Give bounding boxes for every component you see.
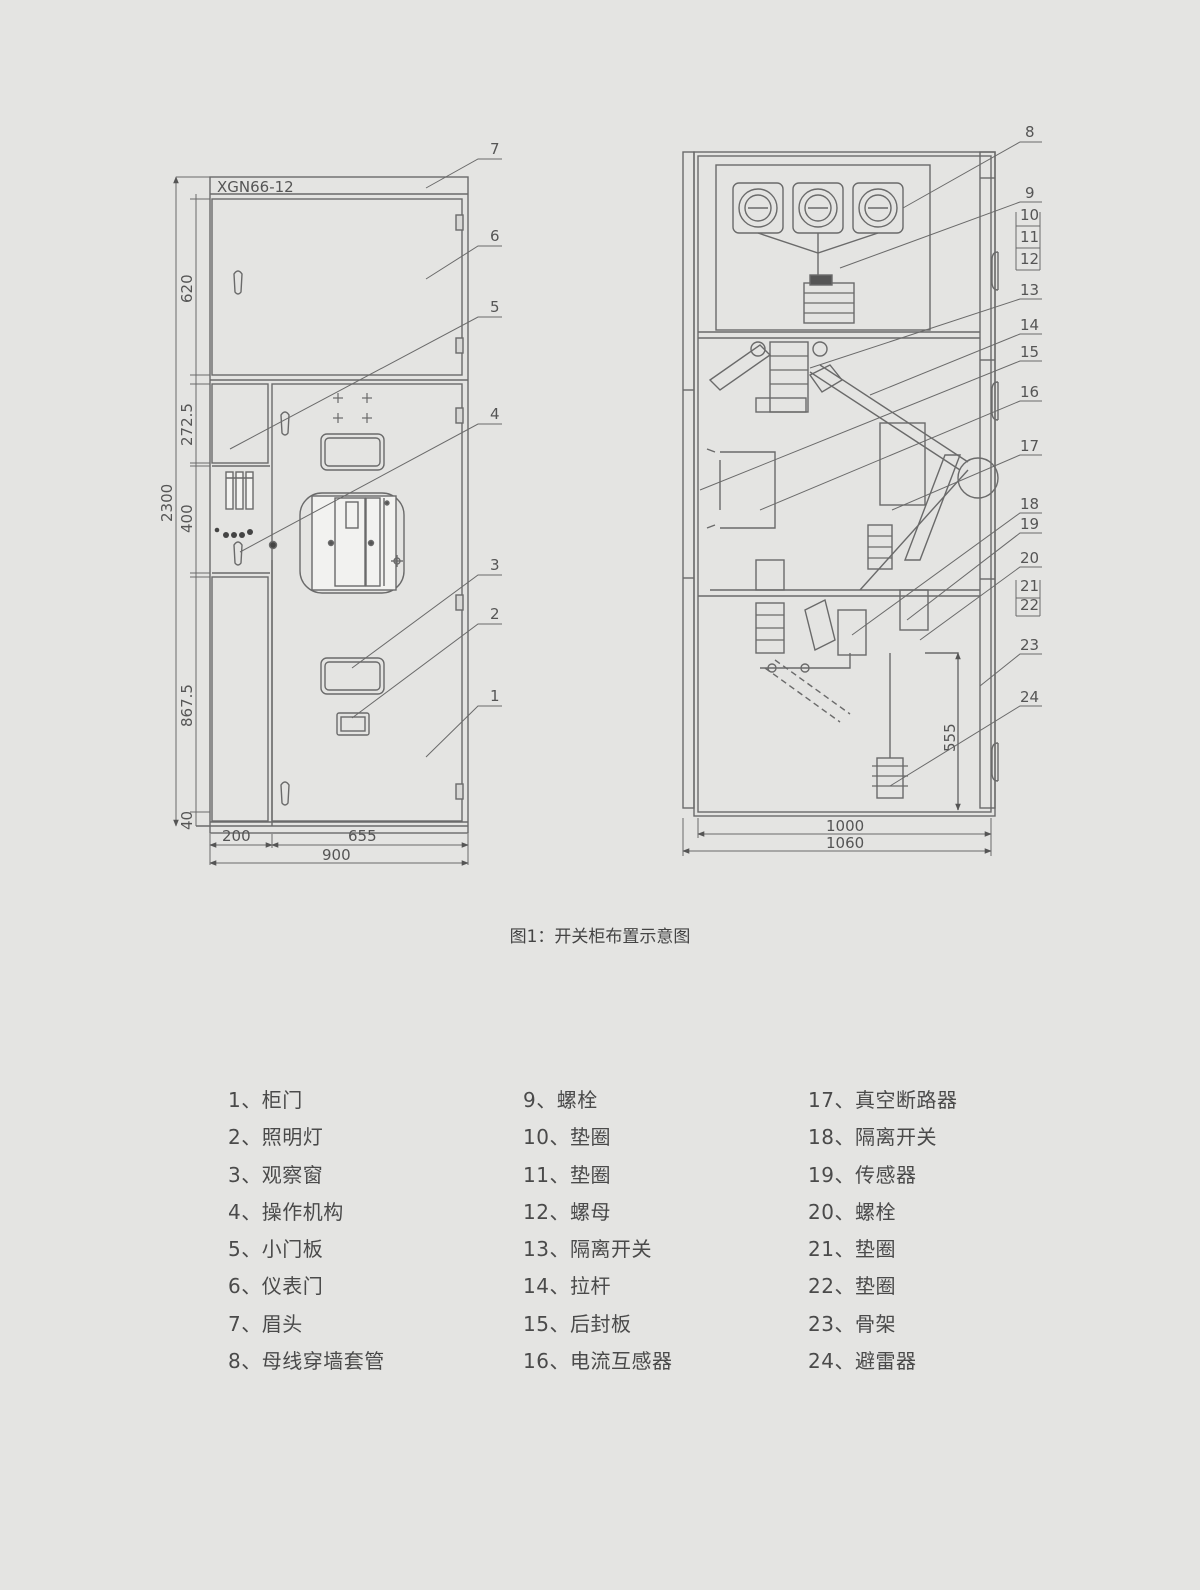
legend-item: 15、后封板 [523, 1311, 632, 1336]
dim-h-bottom: 867.5 [178, 684, 196, 727]
callout-9: 9 [1025, 184, 1035, 202]
legend-item: 20、螺栓 [808, 1199, 896, 1224]
observation-window-upper [320, 433, 385, 471]
model-label: XGN66-12 [217, 178, 294, 196]
switchgear-drawing: XGN66-12 7 6 5 4 3 2 1 2300 620 272.5 40… [158, 123, 1042, 866]
observation-window-lower [320, 657, 385, 695]
callout-24: 24 [1020, 688, 1039, 706]
legend-item: 3、观察窗 [228, 1162, 324, 1187]
callout-8: 8 [1025, 123, 1035, 141]
operating-mechanism [299, 492, 405, 594]
legend-item: 21、垫圈 [808, 1237, 896, 1262]
legend-item: 23、骨架 [808, 1311, 896, 1336]
legend-item: 17、真空断路器 [808, 1088, 958, 1112]
callout-19: 19 [1020, 515, 1039, 533]
small-door-panel [211, 383, 269, 464]
callout-10: 10 [1020, 206, 1039, 224]
legend-item: 4、操作机构 [228, 1199, 344, 1224]
dim-h-base: 40 [178, 811, 196, 830]
side-view [682, 141, 1042, 856]
bus-bushings [732, 182, 904, 280]
legend-item: 14、拉杆 [523, 1274, 611, 1299]
legend-item: 18、隔离开关 [808, 1125, 937, 1150]
callout-14: 14 [1020, 316, 1039, 334]
callout-18: 18 [1020, 495, 1039, 513]
callout-20: 20 [1020, 549, 1039, 567]
front-cabinet-outline [209, 176, 469, 834]
callout-17: 17 [1020, 437, 1039, 455]
legend-item: 12、螺母 [523, 1199, 611, 1224]
dim-w-total-side: 1060 [826, 834, 864, 852]
legend-item: 11、垫圈 [523, 1162, 611, 1187]
lighting-lamp [336, 712, 370, 736]
callout-4: 4 [490, 405, 500, 423]
legend-item: 10、垫圈 [523, 1125, 611, 1150]
callout-3: 3 [490, 556, 500, 574]
dim-w-right: 655 [348, 827, 377, 845]
legend-item: 24、避雷器 [808, 1349, 917, 1374]
surge-arrester [876, 757, 904, 799]
dim-h-total: 2300 [158, 484, 176, 522]
pull-rod [809, 371, 961, 471]
callout-15: 15 [1020, 343, 1039, 361]
legend-column-1: 1、柜门 2、照明灯 3、观察窗 4、操作机构 5、小门板 6、仪表门 7、眉头… [228, 1088, 385, 1386]
callout-6: 6 [490, 227, 500, 245]
side-frame [693, 151, 996, 817]
dim-w-inner: 1000 [826, 817, 864, 835]
callout-13: 13 [1020, 281, 1039, 299]
dim-h-mid1: 272.5 [178, 403, 196, 446]
callout-2: 2 [490, 605, 500, 623]
legend-item: 7、眉头 [228, 1311, 303, 1336]
callout-16: 16 [1020, 383, 1039, 401]
callout-12: 12 [1020, 250, 1039, 268]
callout-23: 23 [1020, 636, 1039, 654]
front-view [173, 158, 502, 866]
legend-item: 6、仪表门 [228, 1274, 324, 1299]
callout-7: 7 [490, 140, 500, 158]
legend-item: 16、电流互感器 [523, 1349, 673, 1374]
instrument-door [211, 198, 463, 376]
callout-22: 22 [1020, 596, 1039, 614]
dim-h-top: 620 [178, 274, 196, 303]
legend-item: 13、隔离开关 [523, 1237, 652, 1262]
callout-21: 21 [1020, 577, 1039, 595]
legend-column-3: 17、真空断路器 18、隔离开关 19、传感器 20、螺栓 21、垫圈 22、垫… [808, 1088, 957, 1386]
callout-5: 5 [490, 298, 500, 316]
legend-column-2: 9、螺栓 10、垫圈 11、垫圈 12、螺母 13、隔离开关 14、拉杆 15、… [523, 1088, 672, 1386]
callout-1: 1 [490, 687, 500, 705]
legend-item: 9、螺栓 [523, 1088, 598, 1112]
figure-caption: 图1：开关柜布置示意图 [509, 927, 691, 947]
legend-item: 5、小门板 [228, 1237, 324, 1262]
legend-item: 1、柜门 [228, 1088, 303, 1112]
callout-11: 11 [1020, 228, 1039, 246]
legend-item: 2、照明灯 [228, 1125, 324, 1150]
legend-item: 8、母线穿墙套管 [228, 1349, 385, 1374]
main-door [271, 383, 463, 822]
dim-h-mid2: 400 [178, 504, 196, 533]
dim-w-left: 200 [222, 827, 251, 845]
legend-item: 22、垫圈 [808, 1274, 896, 1299]
legend-item: 19、传感器 [808, 1162, 917, 1187]
dim-w-total: 900 [322, 846, 351, 864]
dim-h-arrester: 555 [941, 723, 959, 752]
